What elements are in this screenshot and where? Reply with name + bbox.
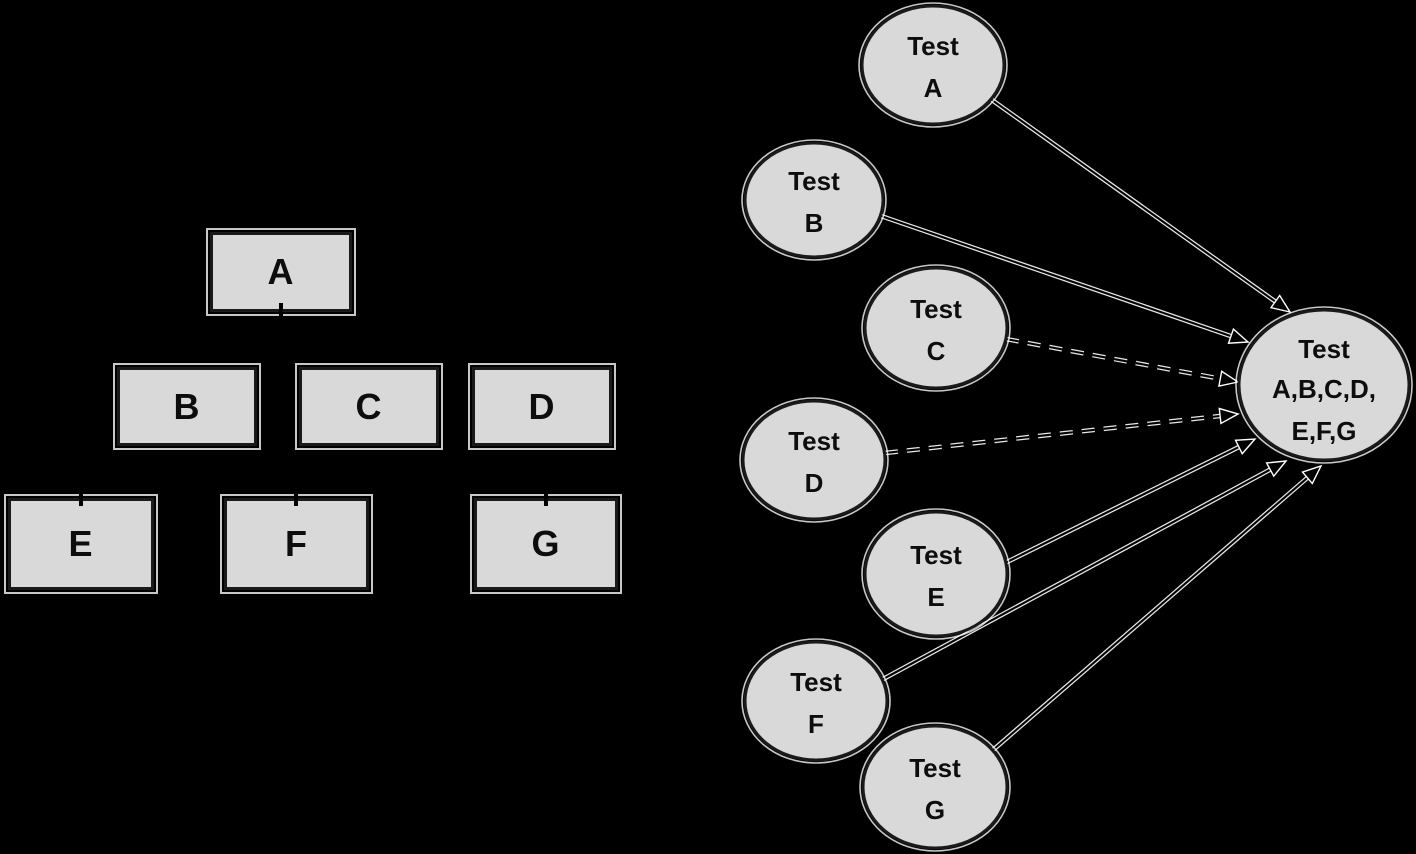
node-test-d-line2: D — [805, 468, 824, 498]
node-test-a-line1: Test — [907, 31, 959, 61]
node-test-b: Test B — [741, 139, 887, 261]
node-test-all-line3: E,F,G — [1291, 416, 1356, 446]
node-test-all: Test A,B,C,D, E,F,G — [1235, 306, 1413, 464]
node-test-g-line2: G — [925, 795, 945, 825]
node-test-f-line1: Test — [790, 667, 842, 697]
box-a: A — [206, 228, 356, 316]
connector-stub-f-top — [294, 491, 298, 506]
box-g-label: G — [531, 523, 561, 564]
edge-arrows — [872, 98, 1323, 752]
edge-test-d-line — [884, 414, 1224, 455]
edge-test-g-arrowhead-icon — [1301, 464, 1323, 485]
box-b-label: B — [173, 385, 201, 427]
node-test-a-line2: A — [924, 73, 943, 103]
node-test-e-line2: E — [927, 582, 944, 612]
node-test-d-line1: Test — [788, 426, 840, 456]
edge-test-a-line — [991, 99, 1279, 305]
node-test-g-line1: Test — [909, 753, 961, 783]
node-test-e-ellipse — [863, 510, 1009, 638]
node-test-e-line1: Test — [910, 540, 962, 570]
node-test-all-line1: Test — [1298, 334, 1350, 364]
box-f-label: F — [285, 523, 308, 564]
node-test-d: Test D — [739, 397, 889, 523]
node-test-c-line1: Test — [910, 294, 962, 324]
edge-test-a-arrowhead-icon — [1269, 294, 1292, 314]
edge-test-b-arrowhead-icon — [1227, 327, 1250, 345]
node-test-a-ellipse — [860, 4, 1006, 126]
edge-test-e-line — [1004, 444, 1243, 564]
node-test-f-ellipse — [743, 640, 889, 762]
edge-test-b-line — [880, 215, 1235, 339]
node-test-all-line2: A,B,C,D, — [1272, 374, 1376, 404]
node-test-all-ellipse — [1237, 308, 1411, 462]
node-test-c: Test C — [861, 264, 1011, 392]
node-test-g-ellipse — [861, 724, 1009, 850]
connector-stub-e-top — [79, 491, 83, 506]
node-test-c-line2: C — [927, 336, 946, 366]
box-f: F — [220, 494, 373, 594]
box-d: D — [468, 363, 616, 450]
box-e-label: E — [68, 523, 94, 564]
box-c: C — [295, 363, 443, 450]
node-test-b-ellipse — [743, 141, 885, 259]
node-test-g: Test G — [859, 722, 1011, 852]
box-a-label: A — [267, 251, 295, 292]
edge-test-f-arrowhead-icon — [1265, 460, 1288, 478]
node-test-f: Test F — [741, 638, 891, 764]
node-test-c-ellipse — [863, 266, 1009, 390]
box-d-label: D — [528, 385, 556, 427]
node-test-d-ellipse — [741, 399, 887, 521]
edge-test-d-arrowhead-icon — [1218, 407, 1240, 425]
connector-stub-a-bottom — [279, 303, 283, 318]
edge-test-f-line — [873, 467, 1274, 685]
connector-stub-g-top — [544, 491, 548, 506]
node-test-b-line1: Test — [788, 166, 840, 196]
box-c-label: C — [355, 385, 383, 427]
node-test-f-line2: F — [808, 709, 824, 739]
edge-test-c-line — [1005, 337, 1224, 381]
edge-test-c-arrowhead-icon — [1218, 370, 1240, 387]
edge-test-g-line — [992, 475, 1311, 751]
node-test-a: Test A — [858, 2, 1008, 128]
node-test-e: Test E — [861, 508, 1011, 640]
node-test-b-line2: B — [805, 208, 824, 238]
edge-test-e-arrowhead-icon — [1234, 438, 1257, 455]
box-b: B — [113, 363, 261, 450]
